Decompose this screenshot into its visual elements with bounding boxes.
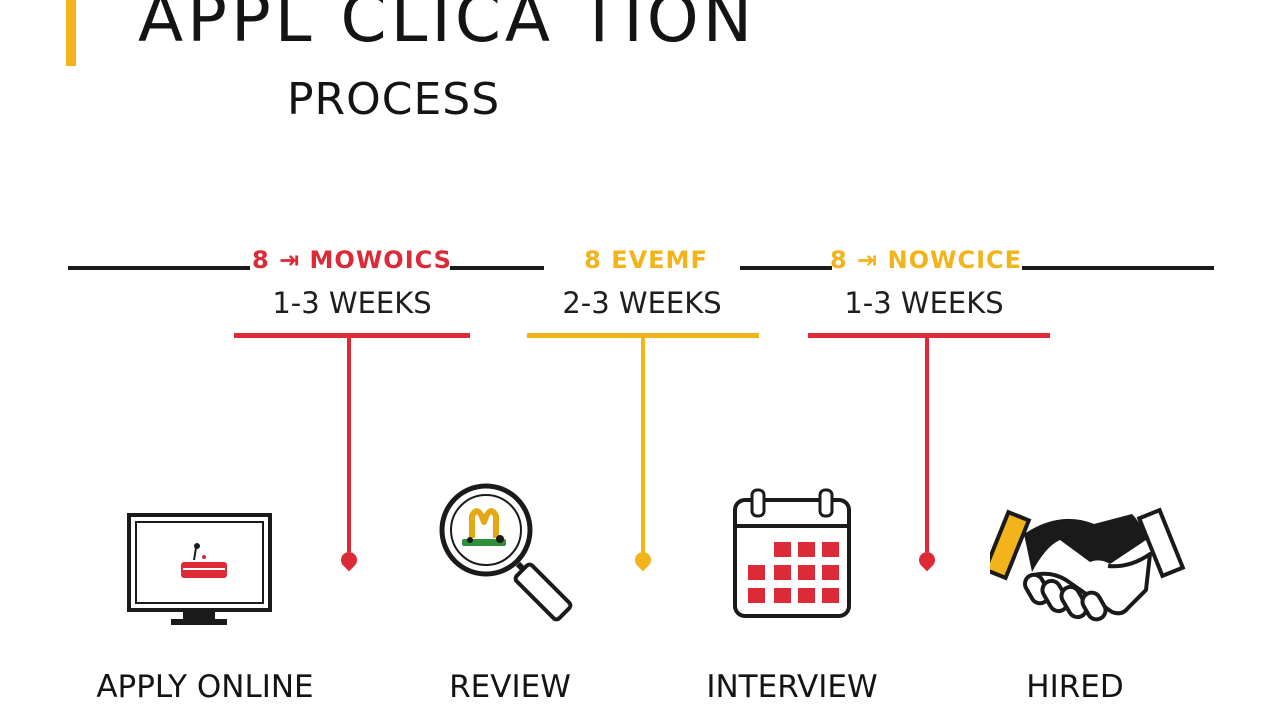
step-label-review: REVIEW [449, 669, 571, 705]
timeline-line-right [1022, 266, 1214, 270]
segment-2-code: 8 EVEMF [584, 246, 708, 274]
step-label-apply-online: APPLY ONLINE [96, 669, 314, 705]
segment-3-duration: 1-3 WEEKS [844, 286, 1004, 320]
calendar-icon [733, 488, 851, 618]
title-accent-bar [66, 0, 76, 66]
segment-2-duration: 2-3 WEEKS [562, 286, 722, 320]
segment-1-bar [234, 333, 470, 338]
segment-3-bar [808, 333, 1050, 338]
computer-monitor-icon [127, 513, 272, 625]
handshake-icon [990, 507, 1186, 622]
segment-1-duration: 1-3 WEEKS [272, 286, 432, 320]
segment-1-connector [347, 338, 351, 552]
segment-2-bar [527, 333, 759, 338]
timeline-line-mid-2 [740, 266, 832, 270]
segment-1-code: 8 ⇥ MOWOICS [252, 246, 452, 274]
timeline-line-mid-1 [450, 266, 544, 270]
page-title: APPL CLICA TION [138, 0, 757, 57]
segment-3-code: 8 ⇥ NOWCICE [829, 246, 1023, 274]
segment-2-connector [641, 338, 645, 552]
magnifying-glass-icon [439, 483, 573, 622]
segment-3-connector [925, 338, 929, 552]
timeline-line-left [68, 266, 250, 270]
step-label-hired: HIRED [1026, 669, 1124, 705]
page-subtitle: PROCESS [287, 74, 501, 125]
segment-1-pin-marker [337, 548, 361, 572]
segment-2-pin-marker [631, 548, 655, 572]
segment-3-pin-marker [915, 548, 939, 572]
step-label-interview: INTERVIEW [706, 669, 878, 705]
